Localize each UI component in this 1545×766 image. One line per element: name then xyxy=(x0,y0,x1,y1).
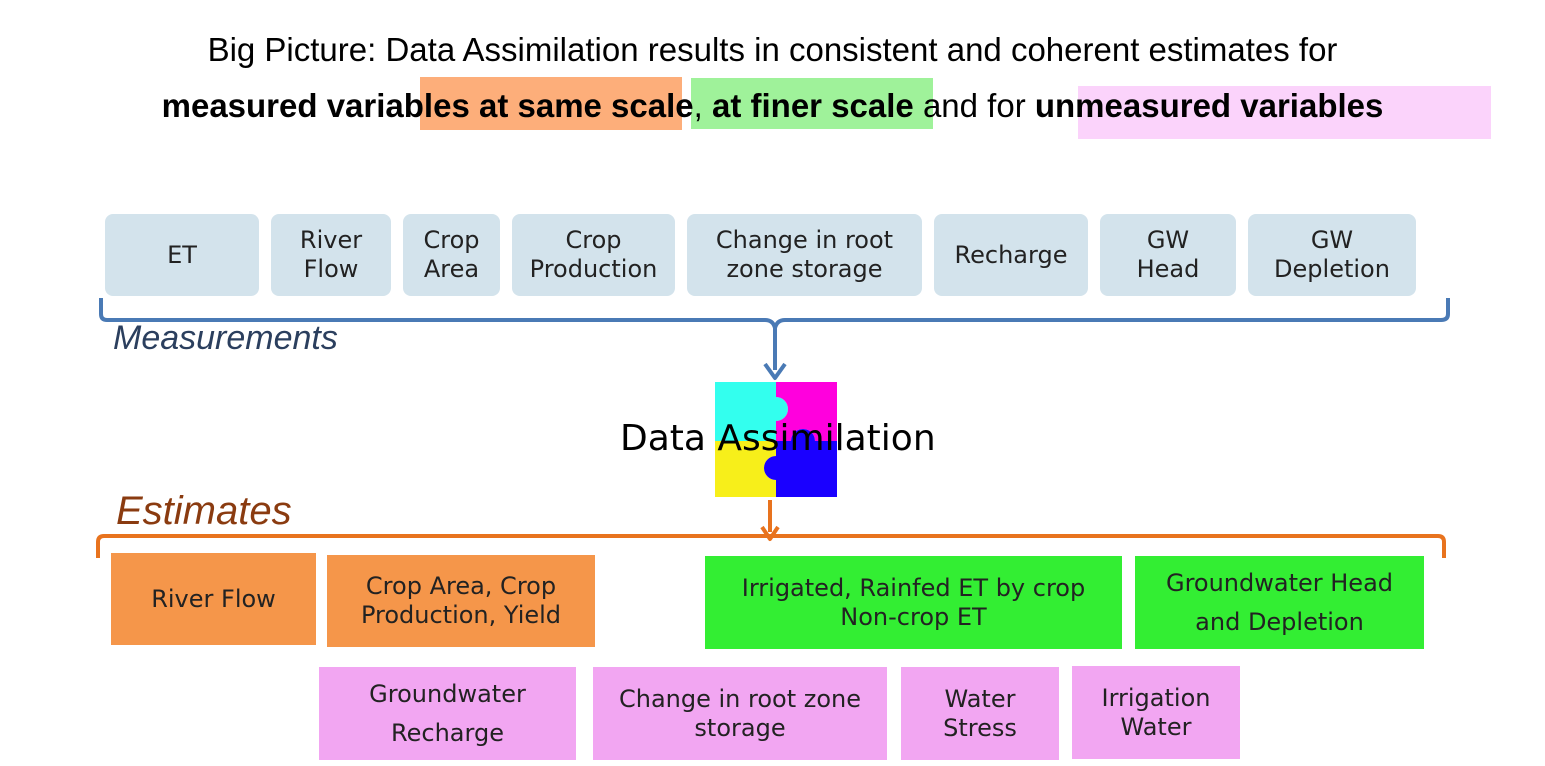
measurement-change-root-zone-storage: Change in root zone storage xyxy=(687,214,922,296)
estimate-change-root-zone-storage: Change in root zone storage xyxy=(593,667,887,760)
puzzle-piece-blue xyxy=(764,429,837,497)
estimate-groundwater-recharge: Groundwater Recharge xyxy=(319,667,576,760)
measurement-river-flow: River Flow xyxy=(271,214,391,296)
data-assimilation-label: Data Assimilation xyxy=(620,418,936,459)
puzzle-piece-cyan xyxy=(715,382,788,441)
highlight-finer-scale xyxy=(691,78,933,129)
estimate-irrigation-water: Irrigation Water xyxy=(1072,666,1240,759)
title-at-same-scale: at same scale xyxy=(469,87,694,124)
highlight-unmeasured xyxy=(1078,86,1491,139)
measurements-arrow-head xyxy=(763,362,787,380)
title-comma: , xyxy=(693,87,712,124)
title-unmeasured-variables: unmeasured variables xyxy=(1034,87,1384,124)
title-measured-variables: measured variables xyxy=(161,87,470,124)
measurement-gw-depletion: GW Depletion xyxy=(1248,214,1416,296)
estimate-river-flow: River Flow xyxy=(111,553,316,645)
measurement-crop-production: Crop Production xyxy=(512,214,675,296)
estimate-crop-area-production-yield: Crop Area, Crop Production, Yield xyxy=(327,555,595,647)
measurement-recharge: Recharge xyxy=(934,214,1088,296)
measurement-et: ET xyxy=(105,214,259,296)
title-at-finer-scale: at finer scale xyxy=(712,87,914,124)
measurement-gw-head: GW Head xyxy=(1100,214,1236,296)
estimate-groundwater-head-depletion: Groundwater Head and Depletion xyxy=(1135,556,1424,649)
puzzle-icon xyxy=(715,382,837,497)
measurement-crop-area: Crop Area xyxy=(403,214,500,296)
estimate-water-stress: Water Stress xyxy=(901,667,1059,760)
puzzle-piece-yellow xyxy=(715,441,776,497)
title-and-for: and for xyxy=(913,87,1035,124)
highlight-same-scale xyxy=(420,77,682,130)
estimates-label: Estimates xyxy=(116,489,292,533)
title-line-1: Big Picture: Data Assimilation results i… xyxy=(207,31,1338,68)
estimates-arrow-head xyxy=(760,525,780,541)
measurements-label: Measurements xyxy=(113,319,338,357)
estimates-bracket xyxy=(96,534,1446,558)
title-line-2: measured variables at same scale, at fin… xyxy=(0,86,1545,126)
puzzle-piece-magenta xyxy=(776,382,837,441)
estimate-irrigated-rainfed-et: Irrigated, Rainfed ET by crop Non-crop E… xyxy=(705,556,1122,649)
